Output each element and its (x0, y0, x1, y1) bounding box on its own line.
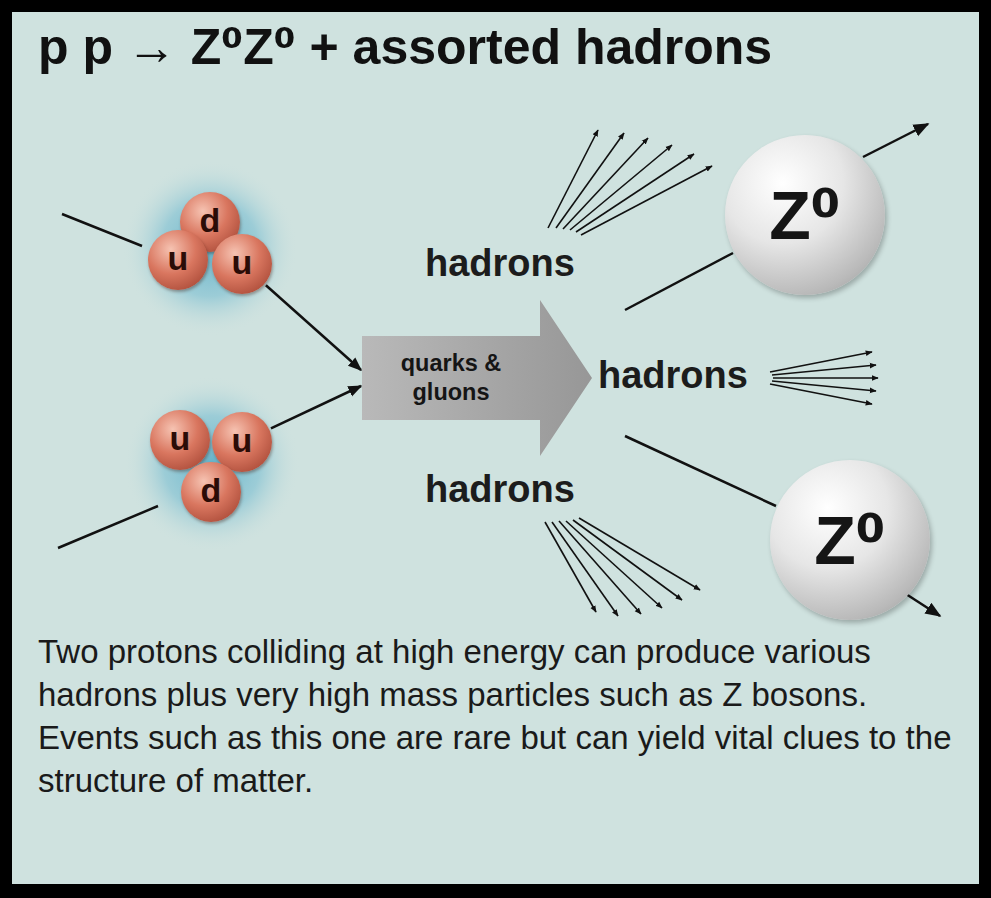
quark-letter: u (168, 241, 189, 275)
hadrons-label: hadrons (425, 240, 575, 286)
process-label: quarks & gluons (366, 349, 536, 407)
z-outgoing-arrow (863, 124, 928, 157)
proton-halo (124, 376, 300, 552)
quark-letter: u (232, 245, 253, 279)
particle-symbol: Z⁰ (769, 181, 840, 249)
quark-circle: u (212, 234, 272, 294)
incoming-beam-line (58, 506, 158, 548)
hadrons-label: hadrons (598, 352, 748, 398)
quark-letter: d (200, 203, 221, 237)
z-boson-sphere: Z⁰ (770, 460, 930, 620)
caption: Two protons colliding at high energy can… (38, 630, 953, 802)
flow-arrow (266, 285, 361, 370)
incoming-beam-line (62, 214, 142, 246)
quark-letter: u (232, 423, 253, 457)
quark-letter: u (170, 421, 191, 455)
title: p p → Z⁰Z⁰ + assorted hadrons (38, 16, 958, 78)
particle-symbol: Z⁰ (814, 506, 885, 574)
z-track-line (625, 436, 776, 506)
z-track-line (625, 253, 733, 310)
hadron-spray (545, 518, 700, 616)
quark-circle: d (181, 462, 241, 522)
proton-halo (122, 160, 298, 336)
process-arrow: quarks & gluons (362, 300, 592, 456)
quark-circle: u (148, 230, 208, 290)
flow-arrow (271, 386, 361, 428)
hadron-spray (548, 130, 712, 235)
quark-circle: u (150, 410, 210, 470)
hadron-spray (770, 352, 878, 404)
quark-letter: d (201, 473, 222, 507)
z-outgoing-arrow (906, 594, 940, 616)
arrow-text-area: quarks & gluons (366, 336, 536, 420)
arrow-shape (362, 300, 592, 456)
arrow-outline (362, 300, 592, 456)
hadrons-label: hadrons (425, 466, 575, 512)
z-boson-sphere: Z⁰ (725, 135, 885, 295)
